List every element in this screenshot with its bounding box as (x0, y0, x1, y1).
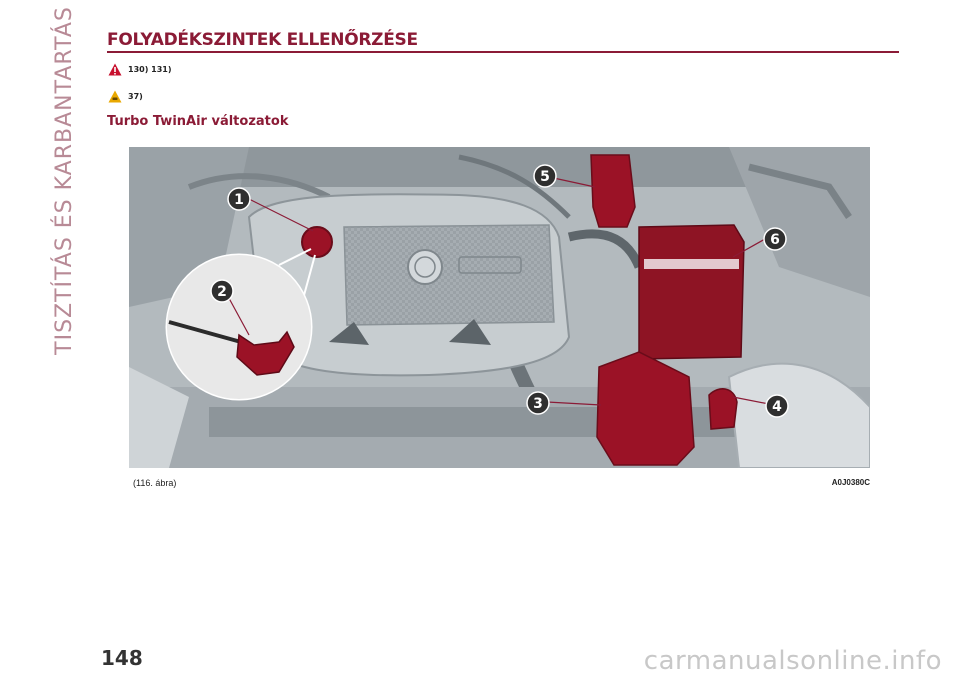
figure-code: A0J0380C (831, 478, 870, 487)
callout-3-label: 3 (533, 396, 543, 412)
page-heading: FOLYADÉKSZINTEK ELLENŐRZÉSE (107, 30, 418, 50)
callout-3: 3 (526, 391, 550, 415)
figure-caption: (116. ábra) (133, 478, 177, 488)
callout-4-label: 4 (772, 399, 782, 415)
callout-2-label: 2 (217, 284, 227, 300)
heading-rule (107, 51, 899, 53)
callout-6-label: 6 (770, 232, 780, 248)
page-number: 148 (101, 646, 143, 670)
subheading: Turbo TwinAir változatok (107, 114, 289, 129)
danger-refs: 130) 131) (128, 65, 172, 74)
caution-warning-row: 37) (108, 90, 143, 103)
callout-5-label: 5 (540, 169, 550, 185)
danger-triangle-icon (108, 63, 122, 76)
callout-2: 2 (210, 279, 234, 303)
caution-refs: 37) (128, 92, 143, 101)
callout-5: 5 (533, 164, 557, 188)
callout-1-label: 1 (234, 192, 244, 208)
watermark: carmanualsonline.info (643, 646, 942, 676)
callout-1: 1 (227, 187, 251, 211)
danger-warning-row: 130) 131) (108, 63, 172, 76)
engine-bay-figure: 1 2 3 4 5 6 (129, 147, 870, 468)
callout-6: 6 (763, 227, 787, 251)
callout-4: 4 (765, 394, 789, 418)
section-tab: TISZTÍTÁS ÉS KARBANTARTÁS (44, 6, 84, 355)
caution-triangle-icon (108, 90, 122, 103)
engine-bay-illustration: 1 2 3 4 5 6 (129, 147, 870, 468)
section-tab-label: TISZTÍTÁS ÉS KARBANTARTÁS (51, 5, 77, 355)
